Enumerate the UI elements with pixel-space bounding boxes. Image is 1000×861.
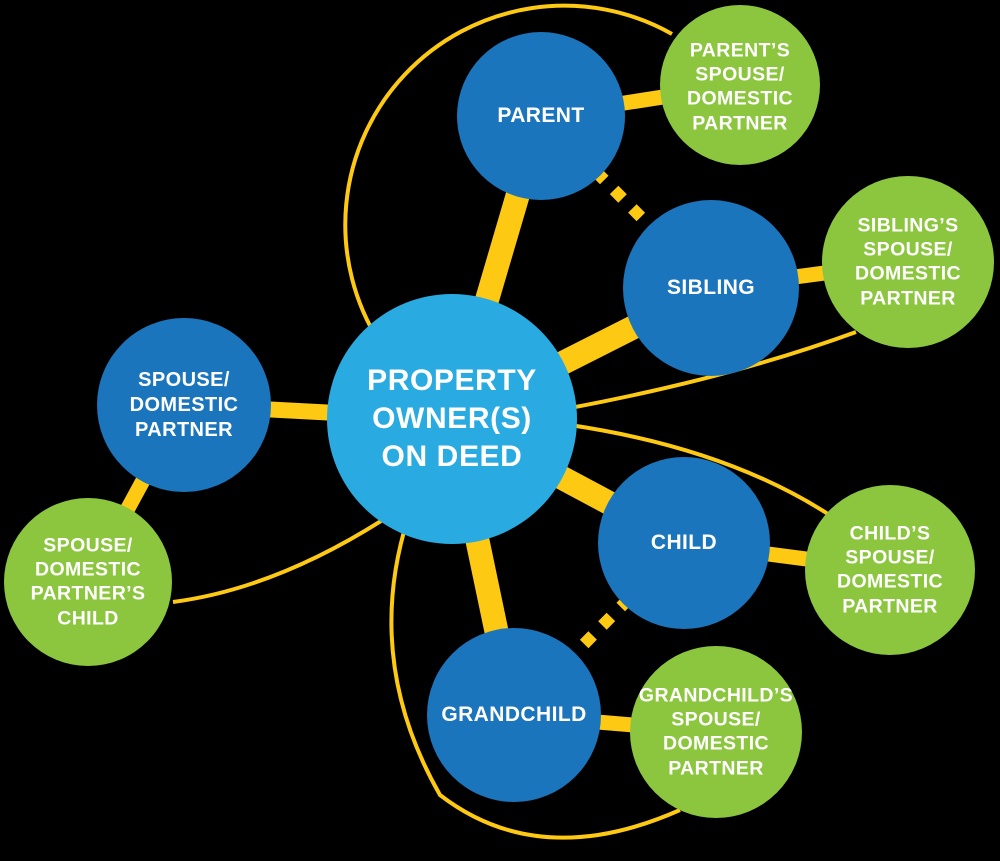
node-spouse-child-circle: [4, 498, 172, 666]
edge-owner-grandchild-spouse-curve: [389, 517, 681, 840]
node-spouse-circle: [97, 318, 271, 492]
edge-owner-spouse-child-curve: [172, 510, 397, 604]
node-sibling-circle: [623, 200, 799, 376]
node-grandchild-circle: [427, 628, 601, 802]
edge-owner-parent-spouse-curve: [343, 3, 673, 345]
node-grandchild-spouse-circle: [630, 646, 802, 818]
node-parent-spouse-circle: [660, 5, 820, 165]
edge-owner-child-spouse-curve: [569, 423, 830, 516]
node-parent-circle: [457, 32, 625, 200]
node-property-owner-circle: [327, 294, 577, 544]
node-child-circle: [598, 457, 770, 629]
node-child-spouse-circle: [805, 485, 975, 655]
node-sibling-spouse-circle: [822, 176, 994, 348]
